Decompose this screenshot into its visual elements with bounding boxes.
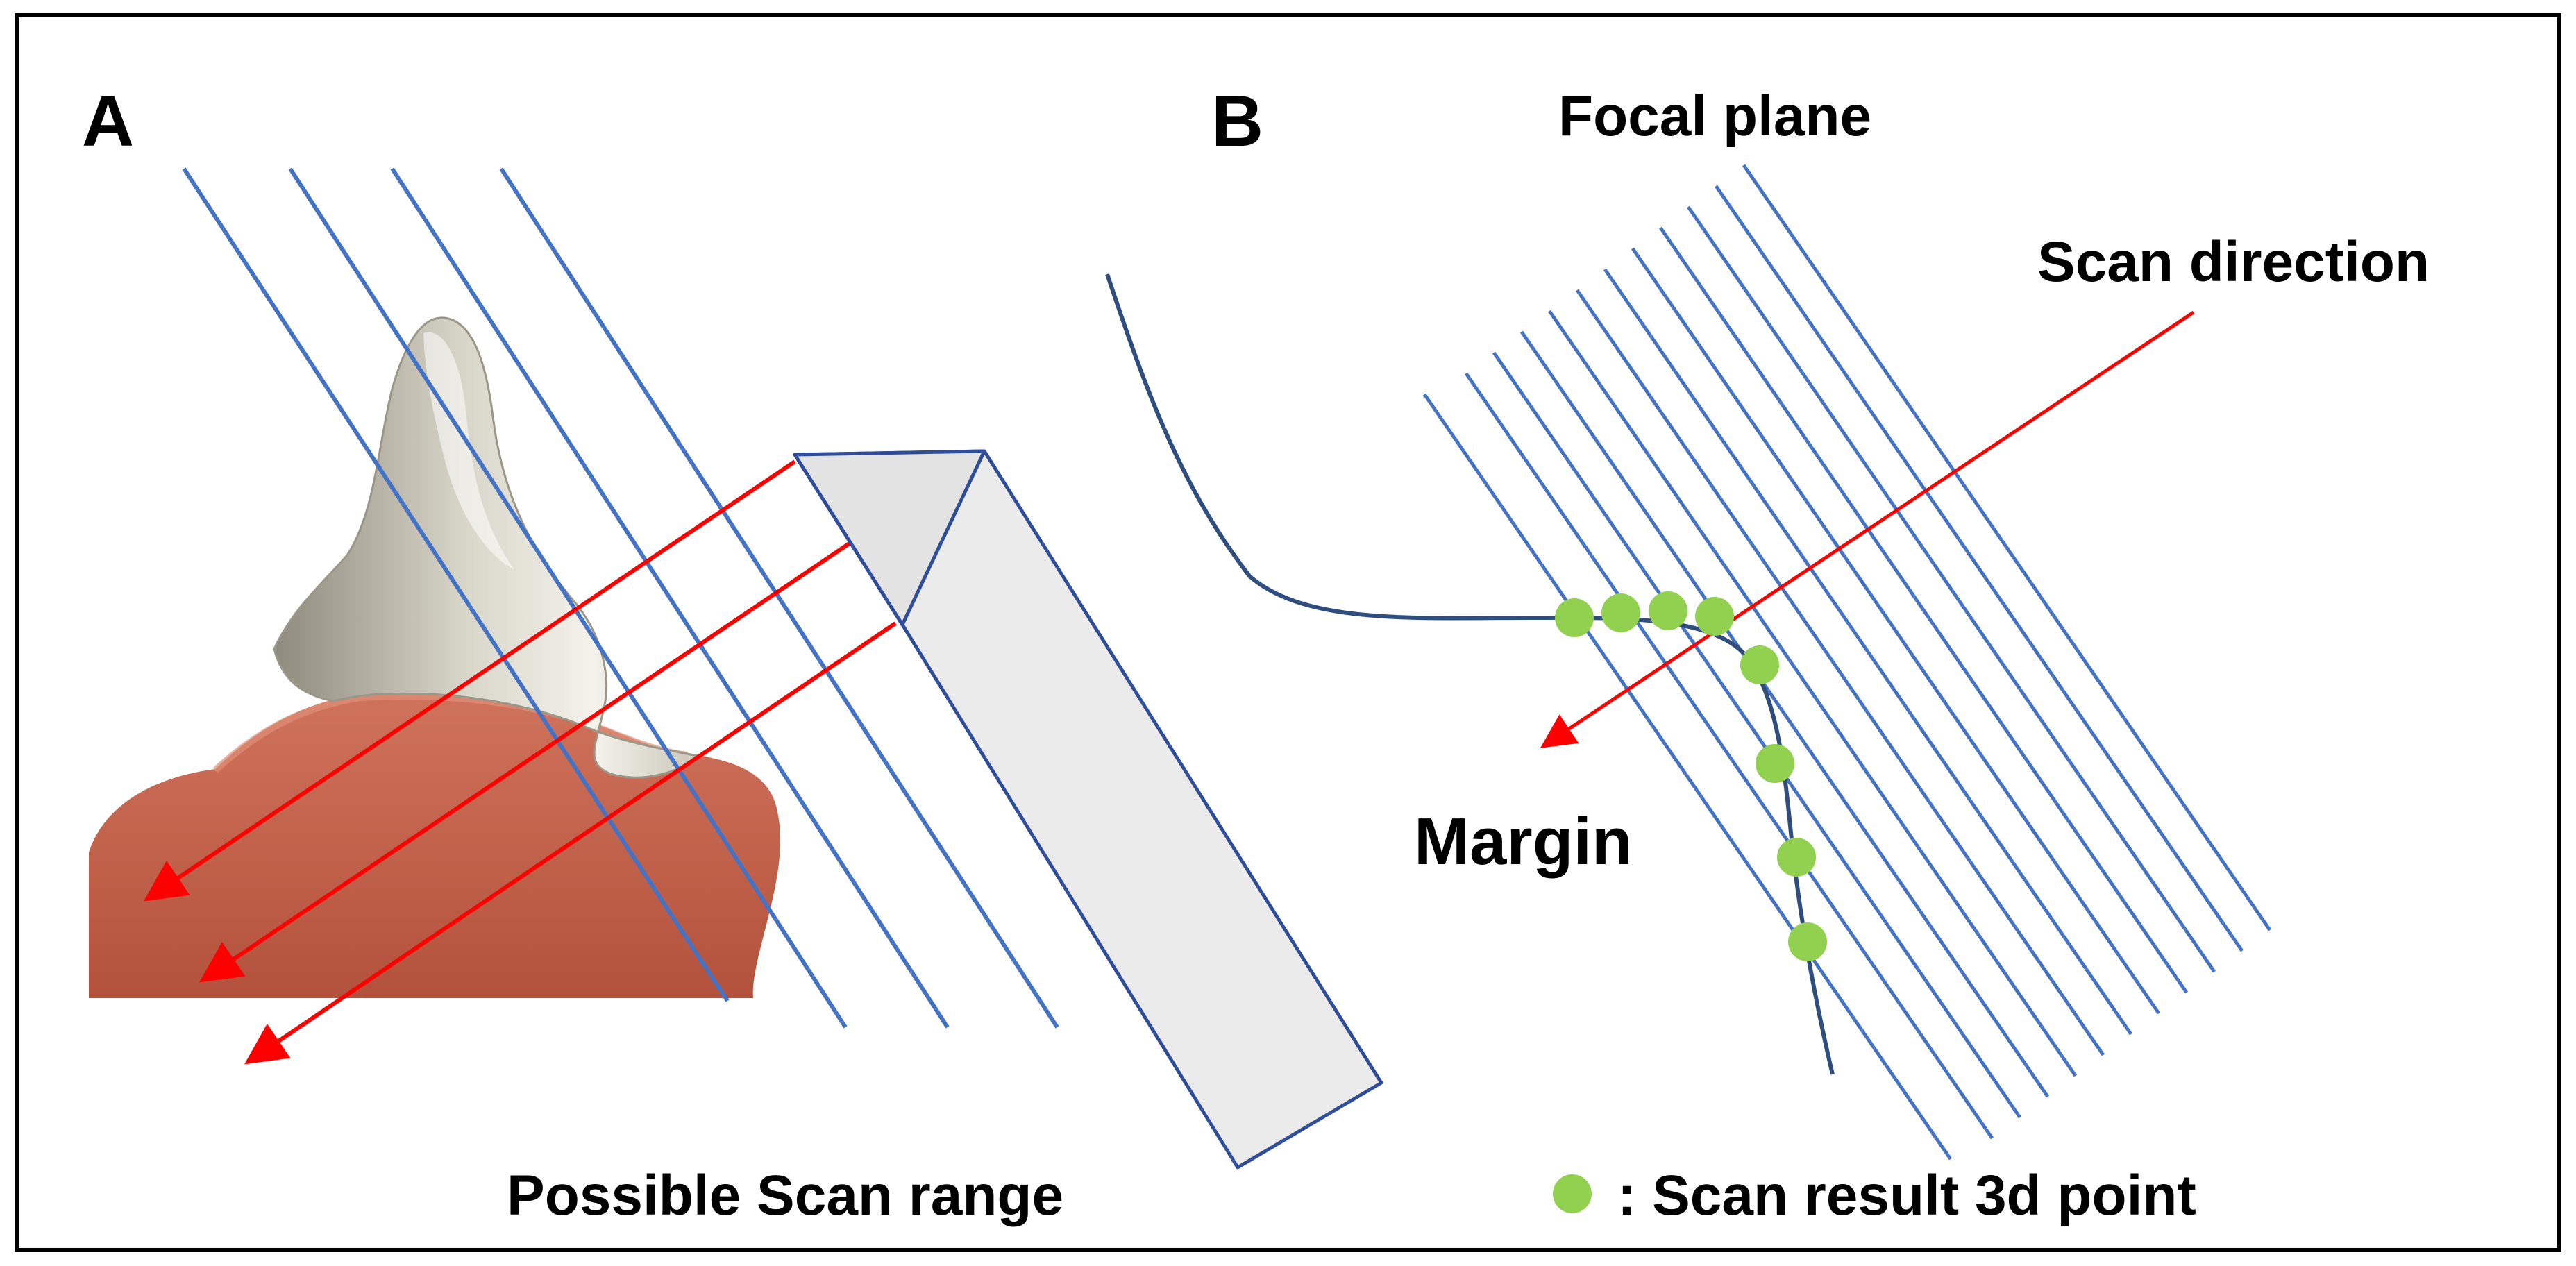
focal-plane-line — [1658, 226, 2189, 994]
scan-arrow — [199, 541, 852, 983]
focal-plane-label: Focal plane — [1558, 85, 1871, 148]
focal-plane-line — [1519, 330, 2050, 1098]
panel-a: A Possible Scan range — [82, 81, 1383, 1227]
focal-plane-lines-a — [182, 167, 1059, 1029]
scan-arrow — [244, 621, 897, 1065]
scan-point — [1601, 593, 1640, 632]
gingiva-edge — [212, 692, 688, 773]
focal-plane-line — [1714, 185, 2244, 952]
focal-plane-line — [288, 167, 848, 1029]
tooth-highlight — [423, 332, 514, 569]
focal-plane-line — [1575, 289, 2105, 1056]
focal-plane-line — [1603, 268, 2133, 1036]
focal-plane-line — [182, 167, 730, 1002]
focal-plane-line — [499, 167, 1059, 1029]
focal-plane-line — [1422, 393, 1953, 1160]
intraoral-scanner-tip — [793, 449, 1383, 1170]
scanner-window — [793, 449, 986, 627]
scan-direction-label: Scan direction — [2037, 230, 2430, 294]
focal-plane-line — [1742, 164, 2272, 931]
panel-b: B Focal plane Scan direction — [1105, 81, 2430, 1227]
scan-arrows-a — [144, 459, 897, 1065]
scan-point — [1555, 598, 1594, 637]
panel-a-label: A — [82, 81, 134, 162]
scan-point — [1788, 922, 1827, 961]
scan-point — [1695, 597, 1734, 636]
scan-point — [1740, 645, 1779, 684]
possible-scan-range-label: Possible Scan range — [507, 1164, 1063, 1227]
scan-point — [1756, 744, 1794, 783]
scan-point — [1649, 591, 1687, 630]
scan-result-points — [1555, 591, 1827, 961]
focal-plane-line — [1686, 205, 2216, 973]
margin-label: Margin — [1414, 804, 1633, 879]
legend: : Scan result 3d point — [1553, 1164, 2196, 1227]
focal-plane-lines-b — [1422, 164, 2272, 1160]
scan-point — [1777, 838, 1816, 877]
green-dot-icon — [1553, 1174, 1592, 1213]
focal-plane-line — [1631, 247, 2161, 1015]
legend-label: : Scan result 3d point — [1617, 1164, 2196, 1227]
focal-plane-line — [1547, 310, 2078, 1077]
scan-arrow — [144, 459, 796, 902]
panel-b-label: B — [1211, 81, 1263, 162]
focal-plane-line — [1492, 351, 2022, 1119]
focal-plane-line — [1464, 372, 1994, 1140]
focal-plane-line — [390, 167, 950, 1029]
scan-direction-arrow — [1540, 310, 2195, 748]
